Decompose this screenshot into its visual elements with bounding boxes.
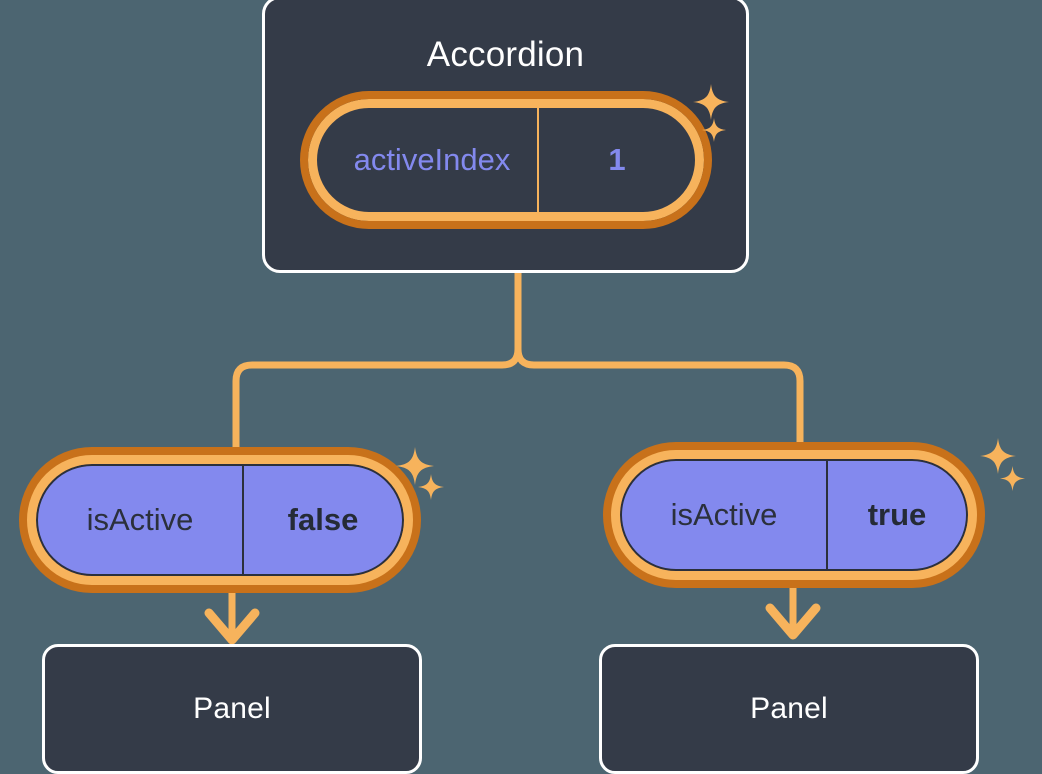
connector-root-to-right: [514, 268, 804, 456]
accordion-title: Accordion: [426, 35, 585, 74]
state-key-isactive-left: isActive: [38, 466, 244, 574]
state-pill-isactive-left[interactable]: isActive false: [27, 455, 413, 585]
state-pill-activeindex[interactable]: activeIndex 1: [300, 91, 712, 229]
state-value-isactive-left: false: [287, 502, 359, 537]
state-pill-isactive-right[interactable]: isActive true: [611, 450, 977, 580]
state-key-activeindex: activeIndex: [317, 108, 539, 212]
sparkle-icon: [980, 438, 1016, 474]
state-key-isactive-right: isActive: [622, 461, 828, 569]
panel-component-card-left[interactable]: Panel: [42, 644, 422, 774]
state-value-isactive-right: true: [867, 497, 927, 532]
panel-title-right: Panel: [750, 692, 828, 725]
arrow-down-icon-right: [765, 603, 821, 640]
panel-component-card-right[interactable]: Panel: [599, 644, 979, 774]
connector-root-to-left: [232, 268, 522, 456]
state-value-activeindex: 1: [608, 142, 626, 177]
panel-title-left: Panel: [193, 692, 271, 725]
sparkle-icon: [418, 474, 444, 500]
sparkle-icon: [1000, 466, 1025, 491]
arrow-down-icon-left: [204, 608, 260, 645]
